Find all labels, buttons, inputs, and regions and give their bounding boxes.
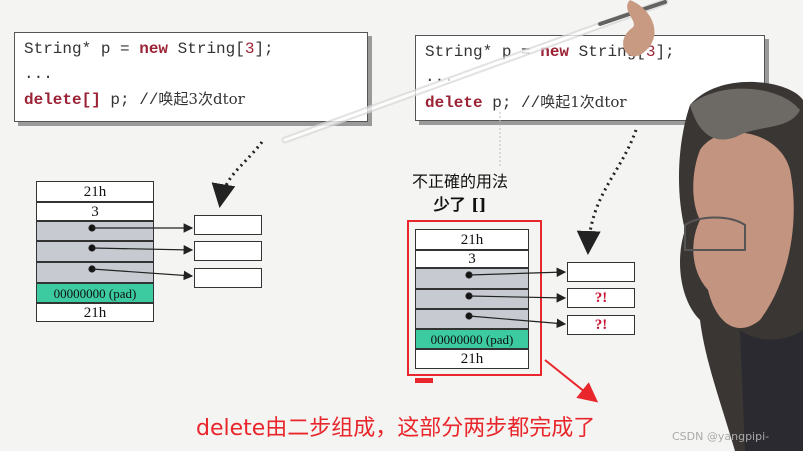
string-object-box bbox=[194, 215, 262, 235]
object-cell bbox=[36, 221, 154, 241]
code-line-ellipsis: ... bbox=[425, 68, 454, 86]
pad-cell: 00000000 (pad) bbox=[415, 329, 529, 349]
object-cell bbox=[36, 241, 154, 262]
code-line-ellipsis: ... bbox=[24, 65, 53, 83]
dotted-arrow bbox=[211, 141, 264, 208]
code-line-delete: delete p; //唤起1次dtor bbox=[425, 93, 627, 112]
code-line-new: String* p = new String[3]; bbox=[24, 40, 274, 58]
dotted-arrow bbox=[576, 129, 638, 255]
string-object-box bbox=[567, 262, 635, 282]
string-object-box bbox=[194, 268, 262, 288]
watermark: CSDN @yangpipi- bbox=[672, 430, 770, 443]
string-object-box bbox=[194, 241, 262, 261]
leaked-object-box: ?! bbox=[567, 288, 635, 308]
count-cell: 3 bbox=[415, 250, 529, 268]
code-line-delete: delete[] p; //唤起3次dtor bbox=[24, 90, 245, 109]
red-mark bbox=[415, 378, 433, 383]
highlight-frame bbox=[407, 220, 542, 376]
cookie-cell: 21h bbox=[415, 229, 529, 250]
wrong-usage-note: 不正確的用法 少了 [] bbox=[411, 172, 508, 214]
pad-cell: 00000000 (pad) bbox=[36, 283, 154, 303]
leaked-object-box: ?! bbox=[567, 315, 635, 335]
code-line-new: String* p = new String[3]; bbox=[425, 43, 675, 61]
object-cell bbox=[36, 262, 154, 283]
code-snippet-right: String* p = new String[3]; ... delete p;… bbox=[415, 35, 765, 121]
caption-text: delete由二步组成，这部分两步都完成了 bbox=[196, 416, 596, 441]
cookie-cell: 21h bbox=[36, 181, 154, 202]
cookie-cell: 21h bbox=[36, 303, 154, 322]
red-arrow bbox=[544, 359, 599, 403]
code-snippet-left: String* p = new String[3]; ... delete[] … bbox=[14, 32, 368, 122]
cookie-cell: 21h bbox=[415, 349, 529, 369]
count-cell: 3 bbox=[36, 202, 154, 221]
